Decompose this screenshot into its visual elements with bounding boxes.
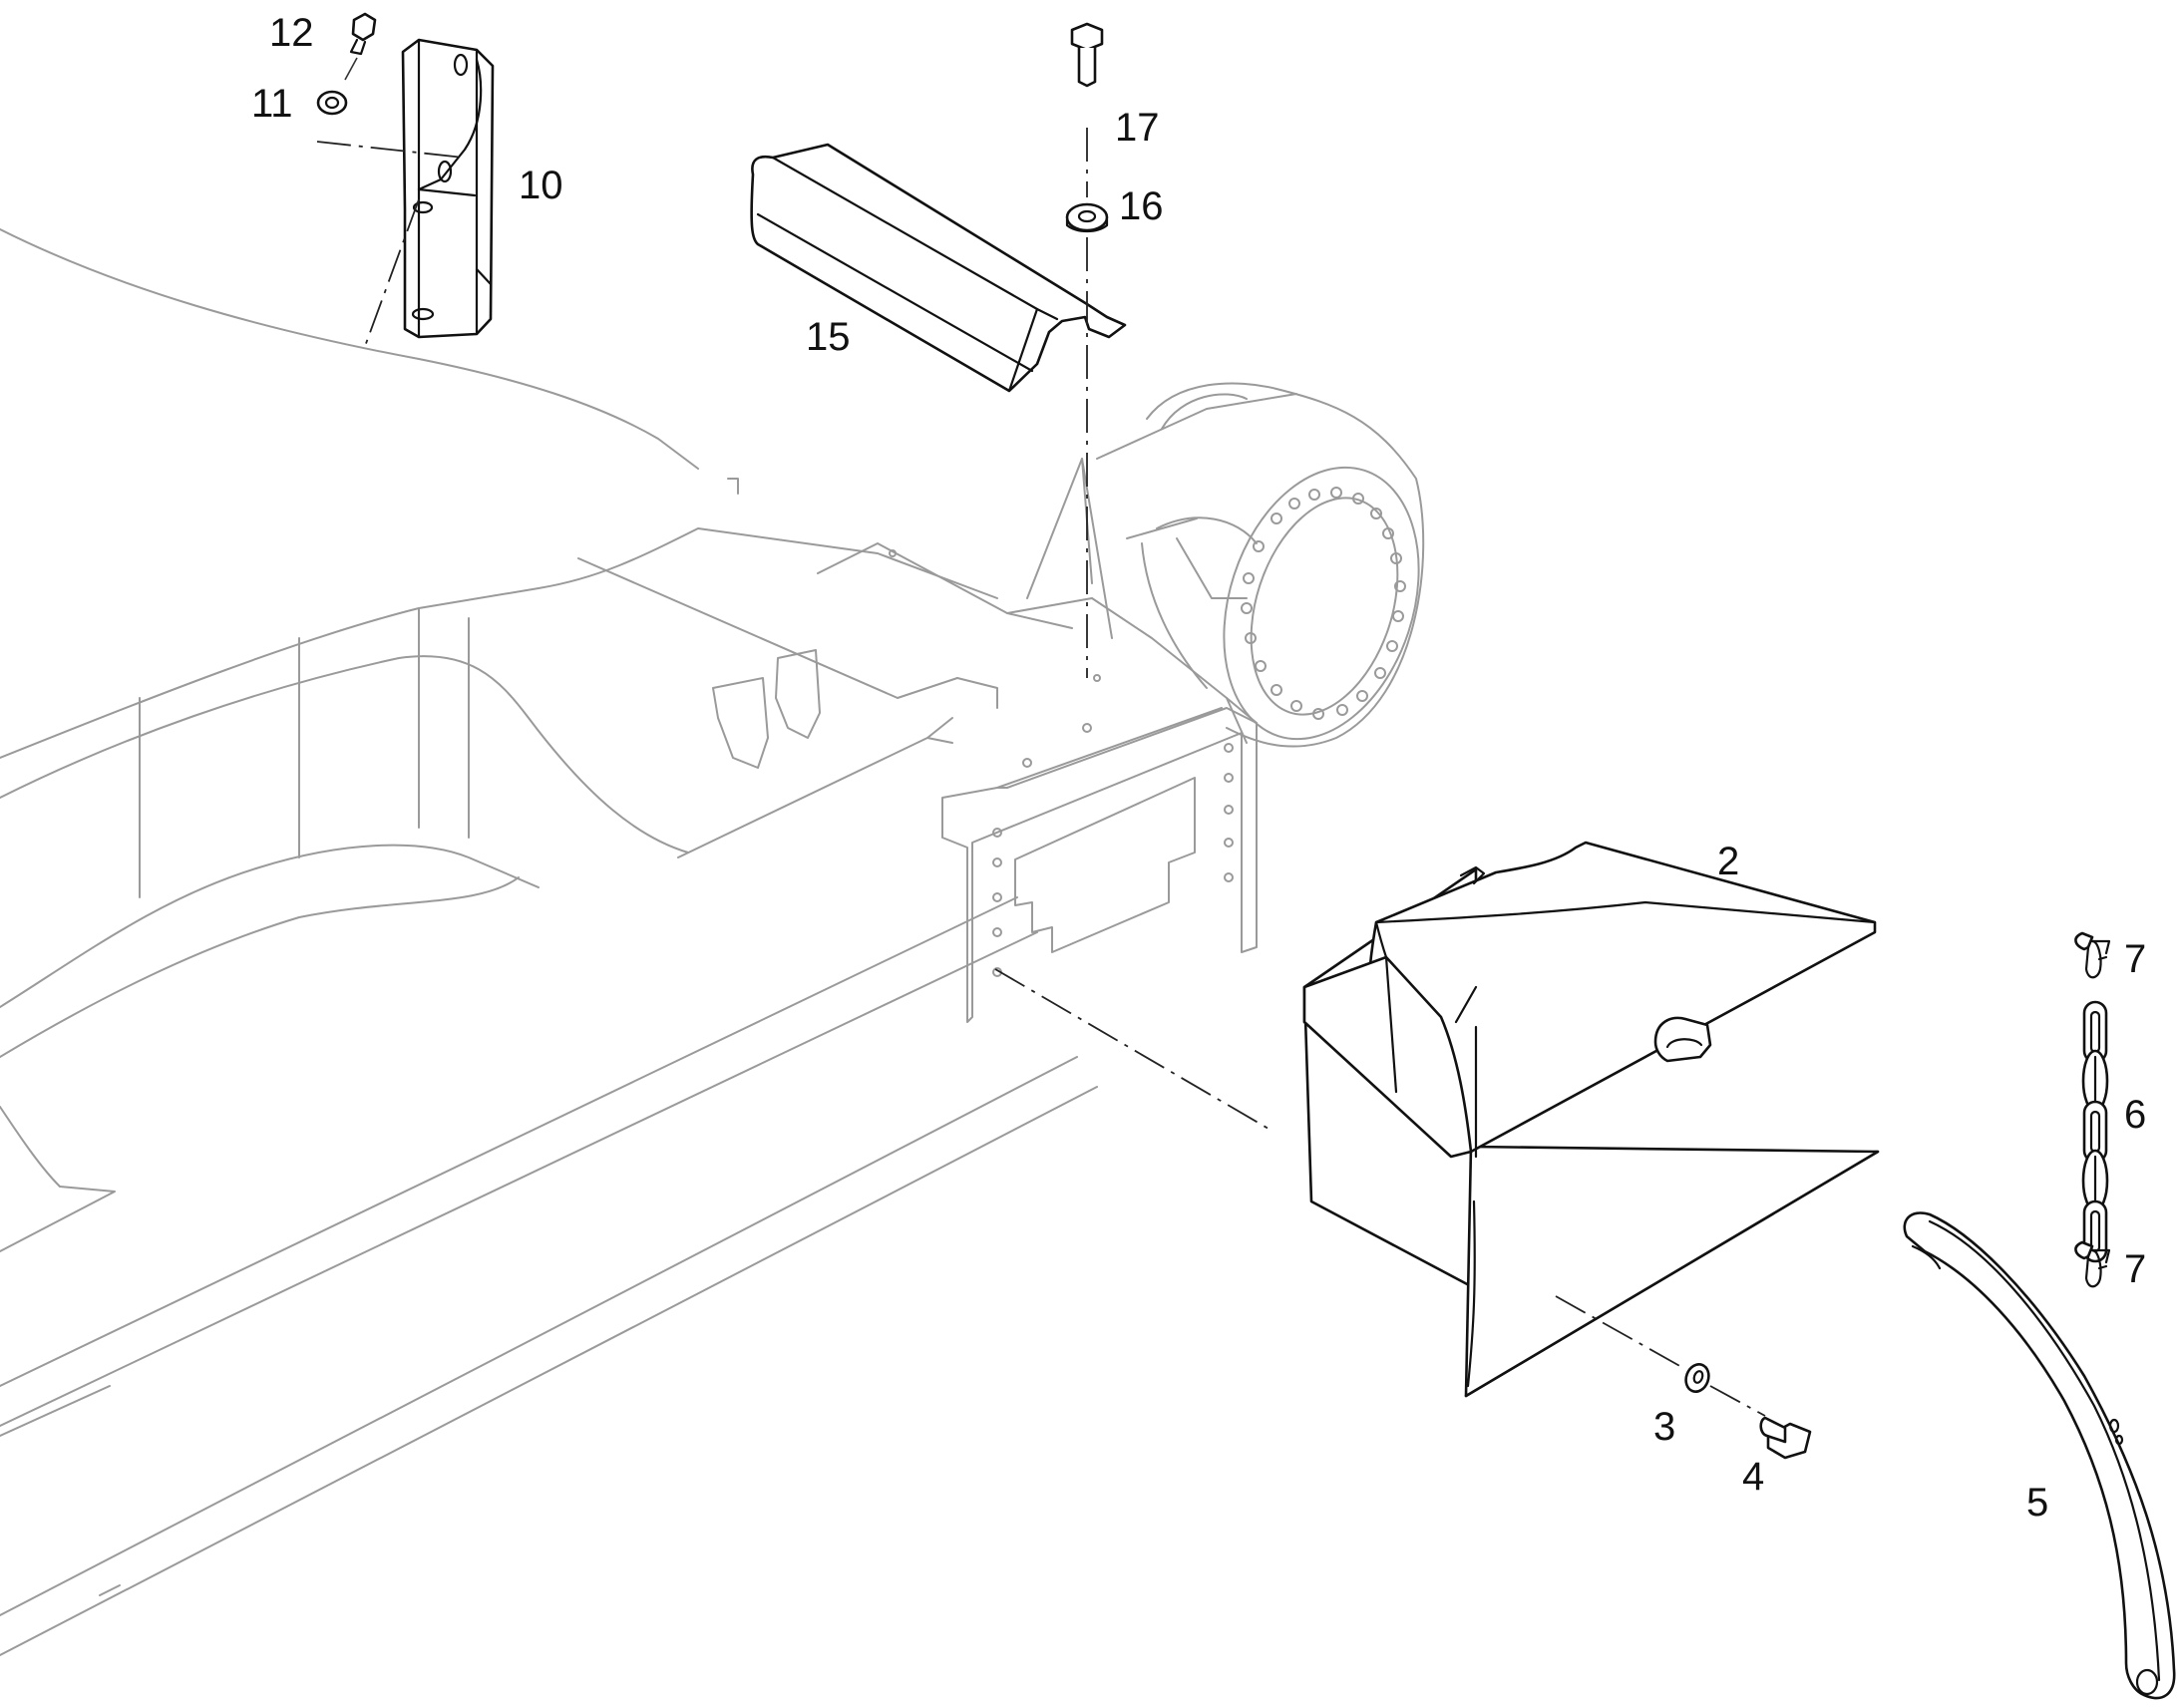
- leader-lines: [316, 57, 1766, 1417]
- callout-3: 3: [1653, 1405, 1675, 1449]
- callout-2: 2: [1717, 840, 1739, 883]
- part-11-washer: [316, 90, 348, 116]
- part-16-washer: [1065, 202, 1109, 233]
- callout-11: 11: [251, 82, 293, 126]
- callout-16: 16: [1119, 184, 1164, 228]
- part-4-bolt: [1759, 1416, 1812, 1460]
- part-7-shackle-top: [2074, 931, 2111, 979]
- part-17-bolt: [1070, 22, 1104, 88]
- callout-7-top: 7: [2124, 937, 2146, 981]
- part-10-bracket: [401, 38, 495, 339]
- part-6-chain: [2081, 1000, 2109, 1263]
- callout-4: 4: [1742, 1455, 1764, 1499]
- plate-holes: [889, 549, 1234, 977]
- callout-17: 17: [1115, 106, 1160, 150]
- part-3-washer: [1684, 1363, 1710, 1393]
- callout-6: 6: [2124, 1093, 2146, 1137]
- callout-labels: 12 11 10 17 16 15 2 7 6 7 3 4 5: [251, 11, 2146, 1525]
- part-7-shackle-bottom: [2074, 1240, 2111, 1288]
- part-2-hopper: [1302, 841, 1880, 1398]
- part-12-bolt: [349, 12, 377, 56]
- callout-12: 12: [269, 11, 314, 55]
- callout-5: 5: [2026, 1481, 2048, 1525]
- callout-10: 10: [519, 164, 563, 207]
- part-5-curved-handle: [1903, 1211, 2176, 1700]
- ring-bolt-holes: [1241, 487, 1406, 720]
- chassis-frame-ghost: [0, 228, 1425, 1656]
- callout-15: 15: [806, 315, 851, 359]
- callout-7-bottom: 7: [2124, 1247, 2146, 1291]
